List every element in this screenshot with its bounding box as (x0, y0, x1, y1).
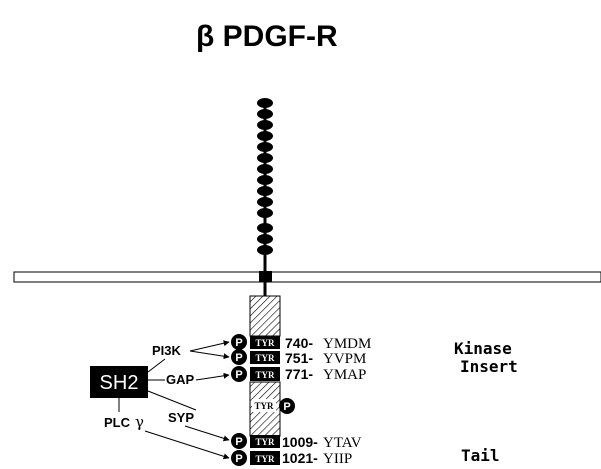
svg-text:TYR: TYR (255, 437, 275, 447)
svg-text:P: P (235, 436, 242, 448)
svg-text:P: P (235, 453, 242, 465)
ig-domain-ellipse (257, 131, 273, 141)
pi3k-arrow-751 (190, 351, 229, 357)
ig-domain-ellipse (257, 197, 273, 207)
ig-domain-ellipse (257, 186, 273, 196)
site-number: 1021- (282, 450, 318, 466)
svg-text:TYR: TYR (255, 454, 275, 464)
pi3k-label: PI3K (152, 343, 182, 358)
ig-domain-ellipse (257, 164, 273, 174)
site-number: 740- (285, 335, 313, 351)
region-tail: Tail (461, 446, 500, 465)
site-number: 771- (285, 366, 313, 382)
sh2-label: SH2 (100, 372, 139, 394)
svg-text:TYR: TYR (255, 353, 275, 363)
svg-text:P: P (283, 401, 290, 413)
svg-text:P: P (235, 369, 242, 381)
diagram-title: β PDGF-R (196, 20, 338, 53)
site-motif: YVPM (323, 351, 366, 367)
gap-arrow (196, 375, 229, 380)
svg-text:TYR: TYR (254, 401, 274, 411)
ig-domain-ellipse (257, 245, 273, 255)
site-number: 751- (285, 350, 313, 366)
ig-domain-ellipse (257, 153, 273, 163)
svg-text:P: P (235, 337, 242, 349)
ig-domain-ellipse (257, 109, 273, 119)
ig-domain-ellipse (257, 234, 273, 244)
svg-text:TYR: TYR (255, 370, 275, 380)
extracellular-domain (257, 98, 273, 272)
region-kinase-insert-line2: Insert (460, 357, 518, 376)
syp-label: SYP (168, 410, 194, 425)
site-771: P TYR 771- YMAP (231, 366, 366, 383)
site-motif: YMAP (323, 367, 366, 383)
site-motif: YTAV (323, 435, 362, 451)
site-motif: YIIP (323, 451, 352, 467)
svg-text:TYR: TYR (255, 338, 275, 348)
ig-domain-ellipse (257, 142, 273, 152)
kinase-insert-sites: P TYR 740- YMDM P TYR 751- YVPM P TYR 77… (231, 334, 371, 383)
site-1009: P TYR 1009- YTAV (231, 433, 362, 451)
ig-domain-ellipse (257, 208, 273, 218)
tail-sites: P TYR 1009- YTAV P TYR 1021- YIIP (231, 433, 362, 467)
pi3k-arrow-740 (190, 342, 229, 351)
site-motif: YMDM (323, 336, 371, 352)
plc-arrow (145, 431, 229, 458)
ig-domain-ellipse (257, 223, 273, 233)
ig-domain-ellipse (257, 175, 273, 185)
plc-label: PLC (104, 415, 131, 430)
ig-domain-ellipse (257, 98, 273, 108)
site-number: 1009- (282, 434, 318, 450)
svg-text:P: P (235, 352, 242, 364)
transmembrane-segment (259, 271, 272, 282)
ig-domain-ellipse (257, 120, 273, 130)
syp-arrow (185, 426, 229, 440)
site-1021: P TYR 1021- YIIP (231, 450, 352, 467)
gap-label: GAP (166, 372, 195, 387)
gamma-label: γ (135, 413, 144, 431)
region-kinase-insert-line1: Kinase (454, 339, 512, 358)
cell-membrane (14, 272, 601, 282)
kinase-domain-1 (250, 296, 280, 336)
site-751: P TYR 751- YVPM (231, 349, 366, 367)
kinase-domain-tyr: TYR P (252, 398, 295, 414)
